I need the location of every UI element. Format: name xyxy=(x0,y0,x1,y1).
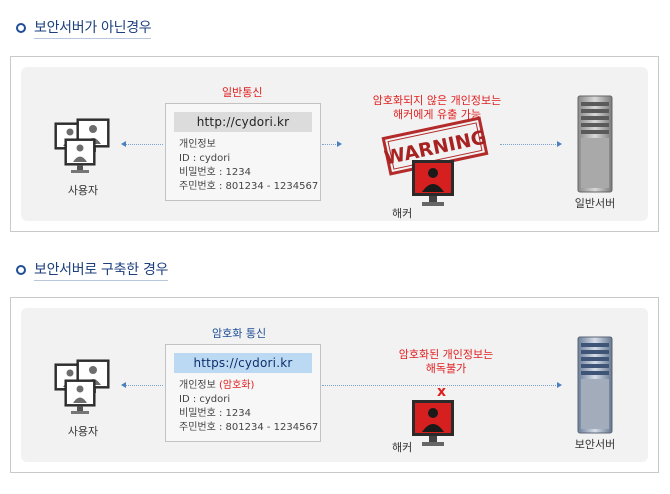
users-monitor-icon xyxy=(54,118,110,173)
bullet-icon xyxy=(16,23,26,33)
section1-arrow-line-b xyxy=(500,144,558,145)
section2-info-box: https://cydori.kr 개인정보 (암호화) ID : cydori… xyxy=(165,344,321,442)
section2-caption: 암호화 통신 xyxy=(212,327,267,340)
server-tower-icon xyxy=(577,336,613,434)
section2-notice-caption: 암호화된 개인정보는 해독불가 xyxy=(398,348,494,375)
server-tower-icon xyxy=(577,95,613,193)
arrow-right-icon xyxy=(557,141,562,147)
section1-arrow-user-line xyxy=(125,144,163,145)
section1-caption: 일반통신 xyxy=(222,86,263,99)
arrow-right-icon xyxy=(337,141,342,147)
x-mark-icon: x xyxy=(437,384,447,400)
arrow-left-icon xyxy=(121,382,126,388)
section2-hacker: 해커 xyxy=(386,398,466,455)
section1-info-box: http://cydori.kr 개인정보 ID : cydori 비밀번호 :… xyxy=(165,103,321,201)
section1-user: 사용자 xyxy=(50,117,116,198)
section2-arrow-server-line xyxy=(322,385,558,386)
section1-title: 보안서버가 아닌경우 xyxy=(16,18,152,39)
section2-user: 사용자 xyxy=(50,358,116,439)
section1-hacker: 해커 xyxy=(386,158,466,221)
section2-arrow-user-line xyxy=(125,385,163,386)
arrow-left-icon xyxy=(121,141,126,147)
bullet-icon xyxy=(16,265,26,275)
hacker-monitor-icon xyxy=(412,400,454,446)
hacker-monitor-icon xyxy=(412,160,454,206)
section1-warning-caption: 암호화되지 않은 개인정보는 해커에게 유출 가능 xyxy=(372,94,502,121)
users-monitor-icon xyxy=(54,359,110,414)
section2-title: 보안서버로 구축한 경우 xyxy=(16,260,168,281)
arrow-right-icon xyxy=(557,382,562,388)
section2-server: 보안서버 xyxy=(560,335,630,452)
section1-server: 일반서버 xyxy=(560,94,630,211)
section1-arrow-line-a xyxy=(322,144,340,145)
section1-url: http://cydori.kr xyxy=(174,112,312,132)
section2-url: https://cydori.kr xyxy=(174,353,312,373)
